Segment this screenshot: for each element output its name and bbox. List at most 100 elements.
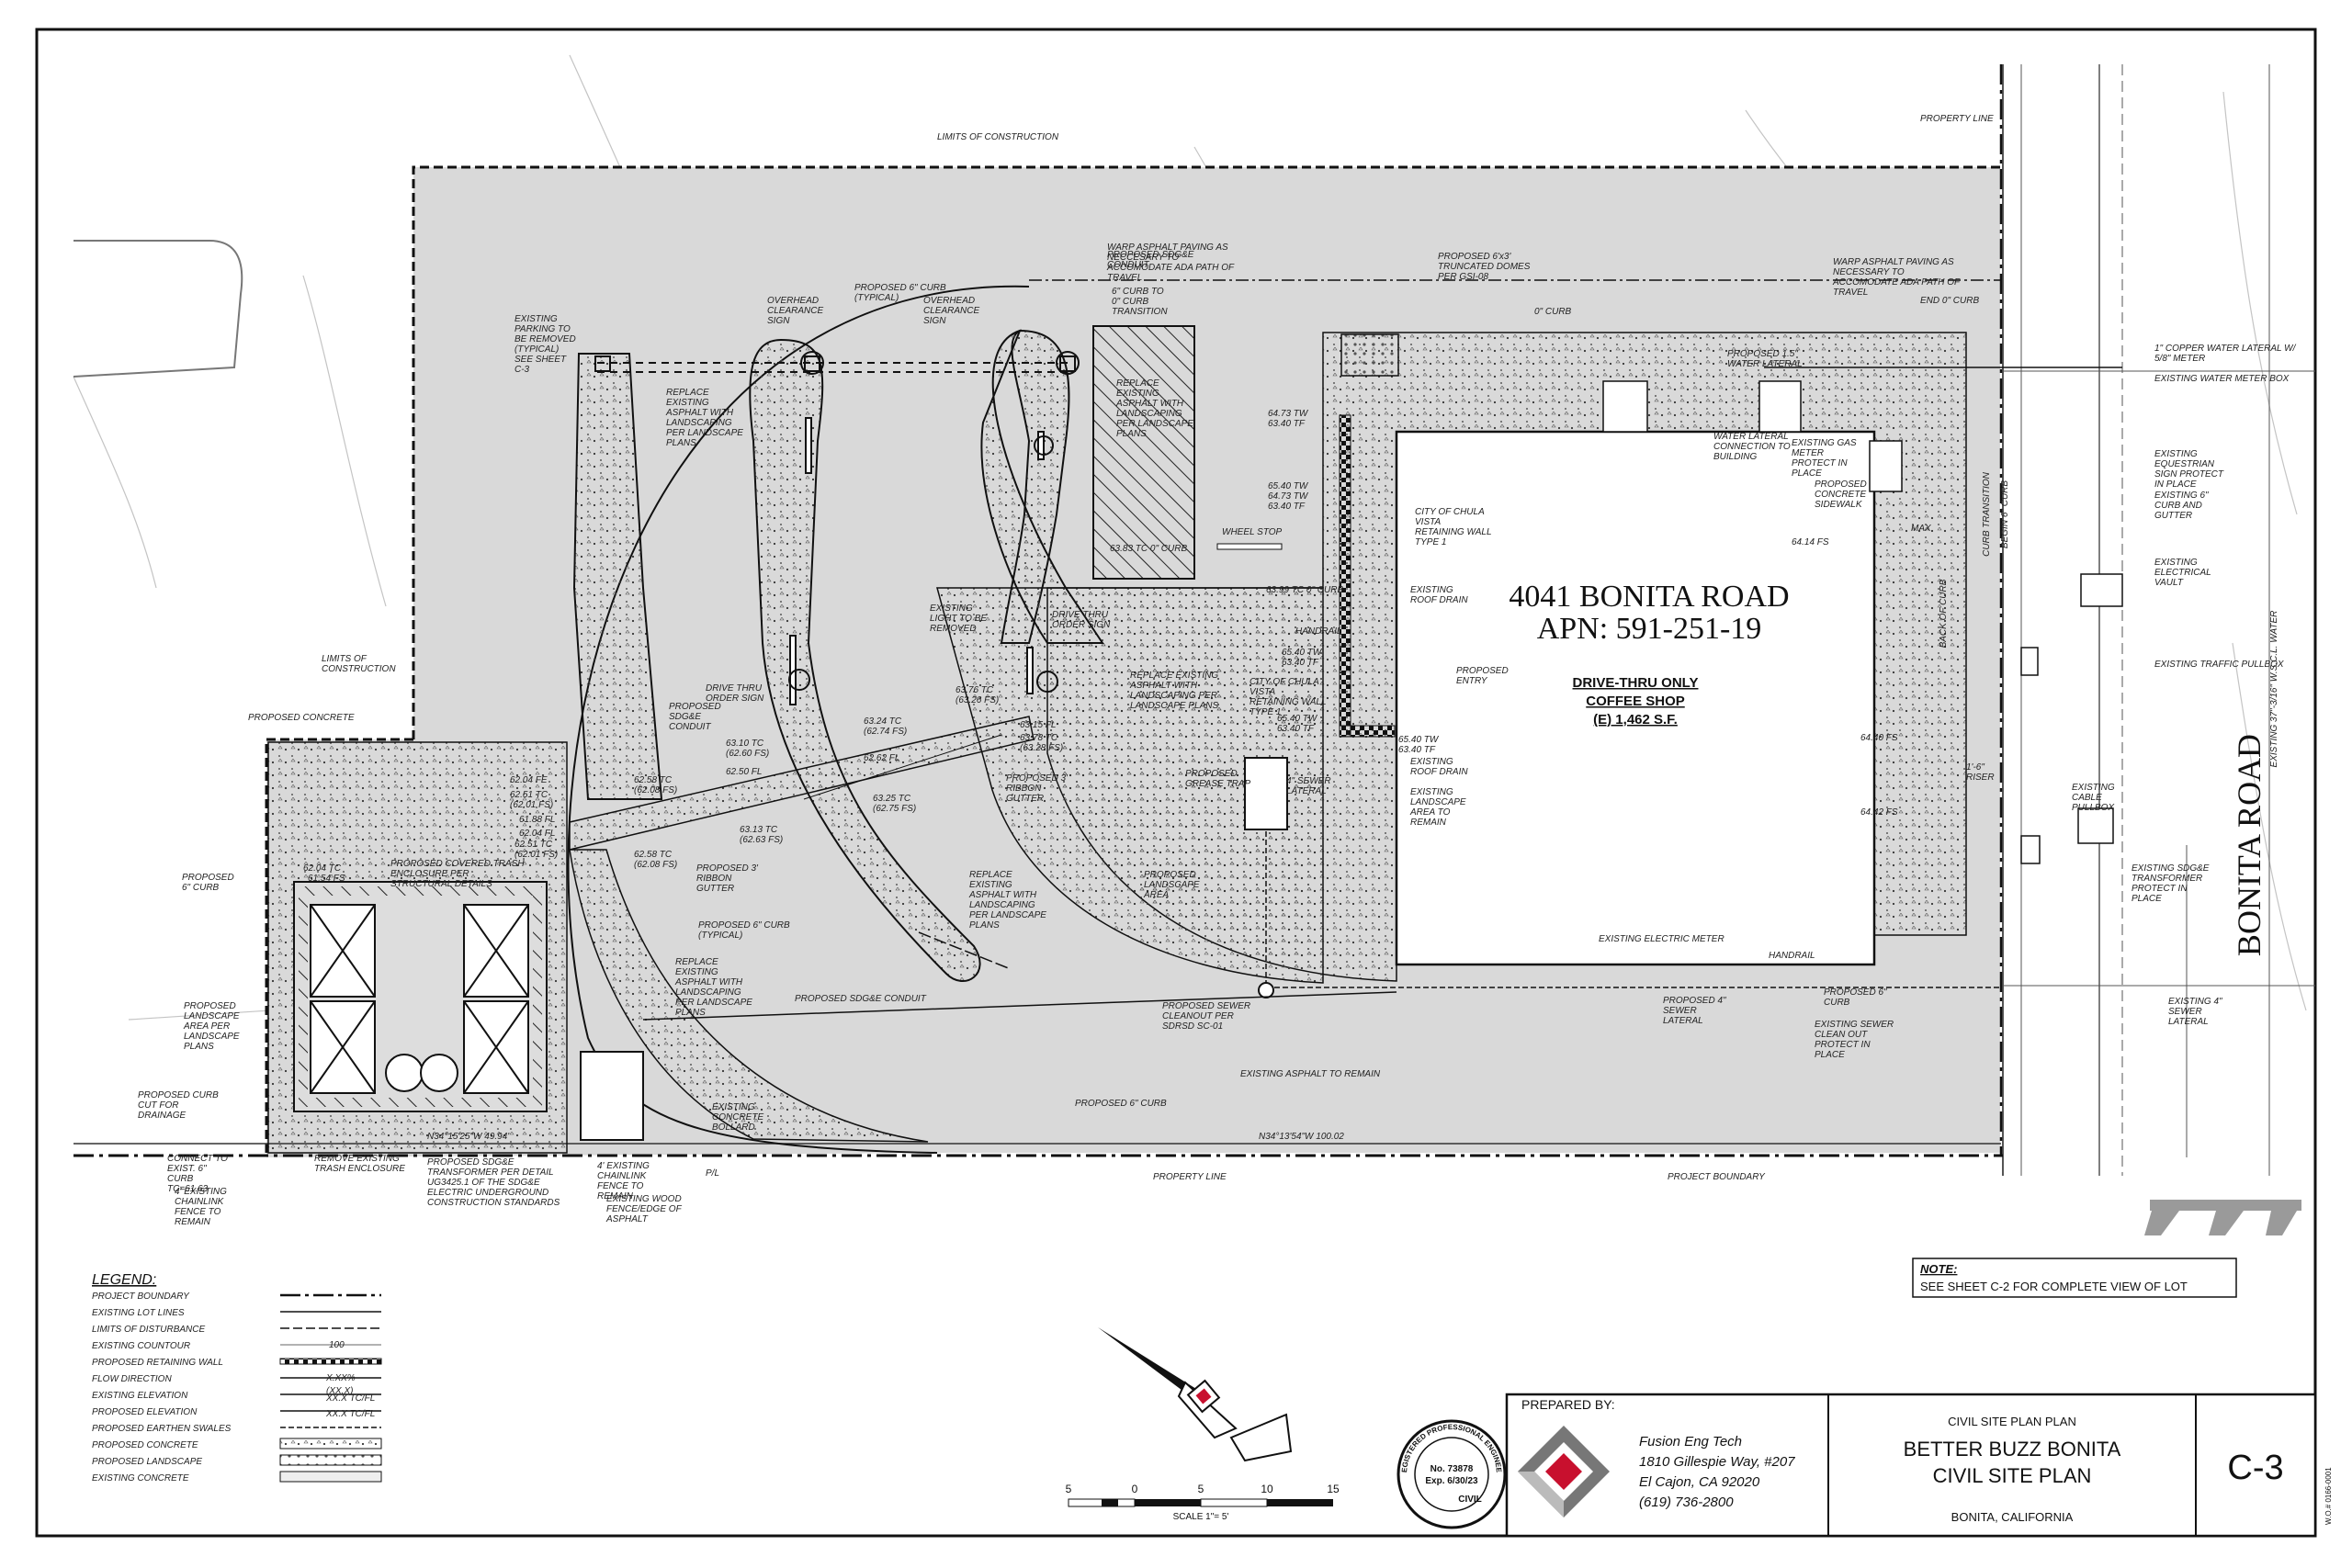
annotation-wheel-stop: WHEEL STOP [1222, 527, 1283, 537]
work-order-code: W.O.# 0166-0001 [2324, 1467, 2333, 1525]
legend-item: PROPOSED ELEVATION [92, 1407, 198, 1417]
grade-label: 63.10 TC [726, 739, 764, 749]
lower-landscape [569, 849, 929, 1143]
scale-tick-1: 0 [1132, 1483, 1138, 1495]
legend-item: PROPOSED CONCRETE [92, 1440, 198, 1450]
trash-enclosure-wall [299, 886, 542, 1107]
grade-label: (62.01 FS) [514, 850, 558, 860]
wheel-stop [1216, 543, 1283, 550]
adjacent-structure [73, 240, 243, 378]
grade-label: 63.78 TC [1020, 733, 1058, 743]
grade-label: 64.42 FS [1860, 807, 1898, 818]
utility-lines [642, 279, 2122, 1021]
legend-symbol-label: XX.X TC/FL [325, 1409, 375, 1419]
legend-symbol-label: 100 [329, 1340, 345, 1350]
transformer-pad [580, 1051, 644, 1141]
seal-license: No. 73878 [1430, 1464, 1474, 1474]
grade-label: 62.58 TC [634, 850, 673, 860]
grade-label: 61.54 FS [308, 874, 345, 884]
legend-item: PROPOSED EARTHEN SWALES [92, 1424, 232, 1434]
grade-label: 63.40 TF [1282, 658, 1319, 668]
annotation-proposed-curb-typ: PROPOSED 6" CURB(TYPICAL) [698, 920, 790, 941]
grade-label: (63.28 FS) [1020, 743, 1063, 753]
grade-label: 62.62 FL [864, 753, 899, 763]
legend-item: EXISTING CONCRETE [92, 1473, 189, 1483]
sheet-number: C-3 [2227, 1449, 2283, 1487]
annotation-curb-right: PROPOSED 6"CURB [1824, 987, 1887, 1008]
grade-label: (62.60 FS) [726, 749, 769, 759]
firm-logo [1518, 1426, 1610, 1517]
sheet-note: NOTE: SEE SHEET C-2 FOR COMPLETE VIEW OF… [1912, 1258, 2237, 1298]
firm-name: Fusion Eng Tech [1639, 1434, 1742, 1450]
grade-annotations: 63.76 TC(63.26 FS)63.24 TC(62.74 FS)63.1… [303, 409, 1898, 884]
north-arrow [1098, 1327, 1293, 1462]
grade-label: 63.40 TF [1277, 724, 1315, 734]
grade-label: 62.51 TC [514, 840, 553, 850]
site-address: 4041 BONITA ROAD [1509, 580, 1789, 614]
legend-symbol-label: X.XX% [325, 1373, 356, 1383]
grade-label: 64.40 FS [1860, 733, 1898, 743]
annotation-existing-asphalt: EXISTING ASPHALT TO REMAIN [1240, 1069, 1381, 1079]
scale-tick-4: 15 [1327, 1483, 1340, 1495]
annotation-property-line-bottom: PROPERTY LINE [1153, 1172, 1227, 1182]
firm-address-2: El Cajon, CA 92020 [1639, 1474, 1760, 1490]
building-use-3: (E) 1,462 S.F. [1593, 712, 1678, 728]
annotation-proposed-curb-bottom: PROPOSED 6" CURB [1075, 1099, 1167, 1109]
grade-label: 64.73 TW [1268, 491, 1309, 502]
retaining-wall [1339, 414, 1351, 738]
grade-label: (62.01 FS) [510, 800, 553, 810]
grade-label: 64.14 FS [1792, 537, 1829, 547]
grade-label: 63.25 TC [873, 794, 911, 804]
scale-label: SCALE 1"= 5' [1173, 1512, 1229, 1522]
grade-label: 62.04 FE [510, 775, 548, 785]
grade-label: 62.51 TC [510, 790, 548, 800]
annotation-water-lateral-copper: 1" COPPER WATER LATERAL W/5/8" METER [2154, 344, 2297, 364]
note-title: NOTE: [1920, 1262, 1957, 1276]
annotation-riser: 1'-6"RISER [1966, 762, 1995, 783]
annotation-proposed-curb-top: PROPOSED 6" CURB(TYPICAL) [854, 283, 946, 303]
grade-label: 63.15 FL [1020, 720, 1056, 730]
annotation-limits-construction-top: LIMITS OF CONSTRUCTION [937, 132, 1059, 142]
grade-label: 63.83 TC 0" CURB [1110, 544, 1187, 554]
sheet-border [35, 28, 2317, 1538]
grade-label: 63.40 TF [1268, 419, 1306, 429]
annotation-handrail-2: HANDRAIL [1769, 951, 1815, 961]
plan-type: CIVIL SITE PLAN PLAN [1948, 1415, 2076, 1428]
building-use-1: DRIVE-THRU ONLY [1573, 675, 1699, 691]
site-apn: APN: 591-251-19 [1537, 612, 1762, 646]
legend-symbol [279, 1471, 382, 1483]
grade-label: 62.04 FL [519, 829, 555, 839]
grade-label: (62.74 FS) [864, 727, 907, 737]
annotation-electric-meter: EXISTING ELECTRIC METER [1599, 934, 1724, 944]
annotation-sdge-conduit-low: PROPOSED SDG&E CONDUIT [795, 994, 927, 1004]
grade-label: 63.40 TF [1398, 745, 1436, 755]
annotation-water-main: EXISTING 37"-3/16" W.S.C.L. WATER [2269, 611, 2279, 768]
grade-label: 63.24 TC [864, 716, 902, 727]
title-block: PREPARED BY: Fusion Eng Tech 1810 Gilles… [1505, 1393, 2333, 1538]
